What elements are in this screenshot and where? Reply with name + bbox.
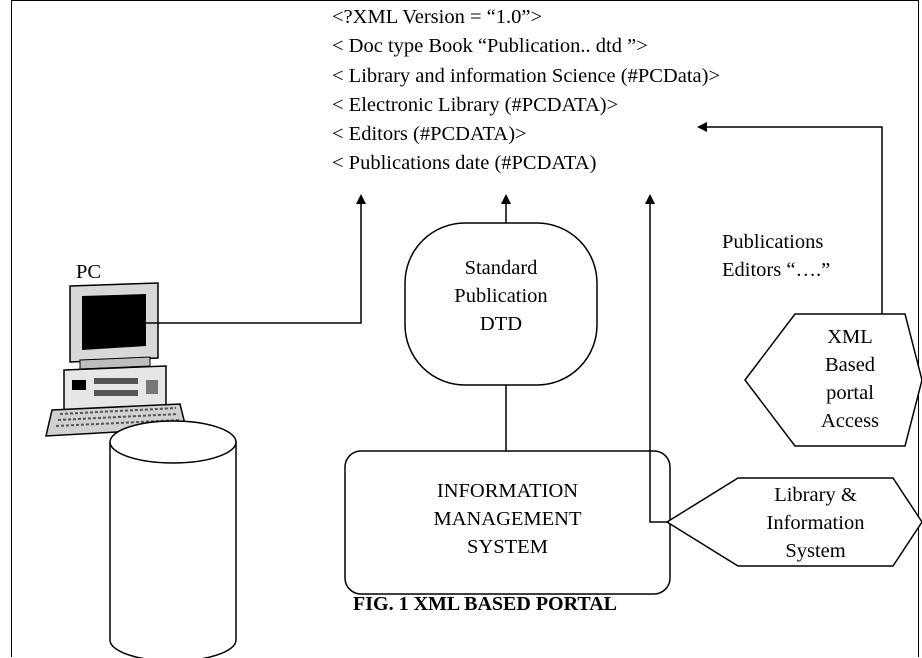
dtd-label-line-3: DTD bbox=[479, 313, 523, 335]
figure-caption: FIG. 1 XML BASED PORTAL bbox=[353, 593, 617, 615]
figure-frame bbox=[11, 0, 919, 657]
code-line-2: < Doc type Book “Publication.. dtd ”> bbox=[332, 35, 648, 57]
xml-portal-line-1: XML bbox=[827, 326, 873, 348]
xml-portal-label: XML Based portal Access bbox=[795, 323, 905, 435]
ims-label-line-3: SYSTEM bbox=[467, 536, 548, 558]
dtd-label-line-1: Standard bbox=[464, 257, 538, 279]
pc-label: PC bbox=[76, 261, 102, 283]
ims-label-line-2: MANAGEMENT bbox=[433, 508, 582, 530]
code-line-3: < Library and information Science (#PCDa… bbox=[332, 65, 721, 87]
pc-to-xml-connector bbox=[146, 194, 366, 324]
xml-portal-line-2: Based bbox=[824, 354, 876, 376]
code-line-5: < Editors (#PCDATA)> bbox=[332, 123, 527, 145]
lis-to-xml-connector bbox=[645, 194, 667, 523]
dtd-label-line-2: Publication bbox=[454, 285, 548, 307]
publications-editors-note: Publications Editors “….” bbox=[722, 228, 830, 284]
lis-label: Library & Information System bbox=[738, 481, 893, 565]
code-line-1: <?XML Version = “1.0”> bbox=[332, 6, 543, 28]
xml-portal-line-3: portal bbox=[826, 382, 874, 404]
lis-label-line-2: Information bbox=[766, 512, 865, 534]
xml-portal-hexagon bbox=[744, 313, 922, 447]
portal-to-xml-connector bbox=[697, 122, 883, 314]
ims-label: INFORMATION MANAGEMENT SYSTEM bbox=[345, 477, 670, 561]
lis-label-line-1: Library & bbox=[774, 484, 857, 506]
pc-computer-icon bbox=[45, 282, 187, 437]
xml-portal-line-4: Access bbox=[820, 410, 880, 432]
dtd-label: Standard Publication DTD bbox=[405, 254, 597, 338]
code-line-6: < Publications date (#PCDATA) bbox=[332, 152, 597, 174]
editors-note-line-2: Editors “….” bbox=[722, 259, 831, 281]
code-line-4: < Electronic Library (#PCDATA)> bbox=[332, 94, 619, 116]
database-cylinder bbox=[109, 420, 237, 658]
dtd-box bbox=[404, 222, 598, 386]
lis-label-line-3: System bbox=[785, 540, 846, 562]
ims-label-line-1: INFORMATION bbox=[436, 480, 579, 502]
lis-hexagon bbox=[665, 477, 922, 567]
editors-note-line-1: Publications bbox=[722, 231, 824, 253]
